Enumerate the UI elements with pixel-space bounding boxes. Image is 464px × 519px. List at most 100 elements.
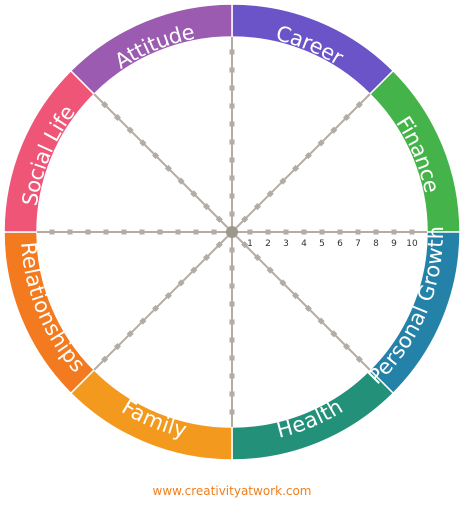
spoke-tick [241, 215, 249, 223]
spoke-tick [355, 355, 363, 363]
spoke-tick [121, 229, 127, 235]
scale-number: 10 [406, 239, 418, 249]
segments-layer [3, 3, 461, 461]
spoke-tick [229, 85, 235, 91]
spoke-tick [203, 203, 211, 211]
spoke-tick [229, 211, 235, 217]
spoke-tick [229, 301, 235, 307]
spoke-tick [101, 101, 109, 109]
spoke-line [231, 93, 371, 233]
spoke-tick [152, 152, 160, 160]
spoke-tick [355, 101, 363, 109]
spoke-tick [229, 175, 235, 181]
spoke-tick [164, 292, 172, 300]
spoke-tick [139, 229, 145, 235]
spoke-tick [177, 177, 185, 185]
spoke-tick [343, 343, 351, 351]
spoke-tick [304, 304, 312, 312]
spoke-tick [279, 177, 287, 185]
spoke-tick [266, 266, 274, 274]
spoke-tick [229, 283, 235, 289]
spoke-tick [229, 67, 235, 73]
spoke-tick [126, 330, 134, 338]
spoke-7 [37, 229, 232, 235]
spoke-tick [409, 229, 415, 235]
spoke-4 [231, 231, 371, 371]
spoke-tick [229, 337, 235, 343]
spoke-tick [152, 304, 160, 312]
spoke-6 [93, 231, 233, 371]
spoke-tick [229, 103, 235, 109]
spoke-tick [343, 113, 351, 121]
spoke-2 [231, 93, 371, 233]
scale-number: 2 [265, 239, 271, 249]
spoke-tick [265, 229, 271, 235]
spoke-tick [337, 229, 343, 235]
spoke-tick [229, 355, 235, 361]
spoke-line [93, 231, 233, 371]
spoke-tick [164, 164, 172, 172]
spoke-tick [229, 157, 235, 163]
spoke-tick [283, 229, 289, 235]
spoke-tick [279, 279, 287, 287]
spoke-tick [113, 343, 121, 351]
spoke-3 [232, 229, 427, 235]
spoke-tick [101, 355, 109, 363]
spoke-tick [292, 164, 300, 172]
spoke-tick [229, 139, 235, 145]
spoke-tick [193, 229, 199, 235]
spoke-tick [229, 121, 235, 127]
spoke-line [231, 231, 371, 371]
spoke-tick [292, 292, 300, 300]
spoke-tick [317, 139, 325, 147]
spoke-tick [126, 126, 134, 134]
spoke-tick [67, 229, 73, 235]
spoke-line [93, 93, 233, 233]
spoke-tick [190, 266, 198, 274]
spoke-tick [177, 279, 185, 287]
spoke-tick [113, 113, 121, 121]
spoke-tick [211, 229, 217, 235]
spoke-tick [139, 317, 147, 325]
spoke-tick [203, 253, 211, 261]
spoke-tick [139, 139, 147, 147]
spoke-tick [229, 409, 235, 415]
spoke-tick [319, 229, 325, 235]
spoke-tick [266, 190, 274, 198]
scale-number: 3 [283, 239, 289, 249]
spoke-tick [49, 229, 55, 235]
spoke-tick [229, 49, 235, 55]
spoke-tick [157, 229, 163, 235]
spoke-tick [373, 229, 379, 235]
spoke-tick [253, 203, 261, 211]
spoke-tick [229, 193, 235, 199]
spoke-tick [215, 241, 223, 249]
scale-number: 7 [355, 239, 361, 249]
spoke-tick [355, 229, 361, 235]
spoke-tick [229, 247, 235, 253]
footer-url[interactable]: www.creativityatwork.com [152, 484, 312, 498]
spoke-1 [229, 37, 235, 232]
spoke-tick [103, 229, 109, 235]
scale-number: 4 [301, 239, 307, 249]
spoke-tick [229, 373, 235, 379]
spoke-tick [301, 229, 307, 235]
spoke-tick [330, 126, 338, 134]
spoke-tick [330, 330, 338, 338]
spoke-tick [229, 391, 235, 397]
segment-attitude [69, 3, 233, 96]
spoke-tick [317, 317, 325, 325]
spoke-tick [85, 229, 91, 235]
scale-number: 6 [337, 239, 343, 249]
scale-number: 5 [319, 239, 325, 249]
spokes-layer [37, 37, 427, 427]
center-hub [226, 226, 238, 238]
spoke-tick [190, 190, 198, 198]
spoke-tick [175, 229, 181, 235]
scale-number: 8 [373, 239, 379, 249]
spoke-tick [229, 319, 235, 325]
scale-number: 9 [391, 239, 397, 249]
spoke-tick [229, 265, 235, 271]
